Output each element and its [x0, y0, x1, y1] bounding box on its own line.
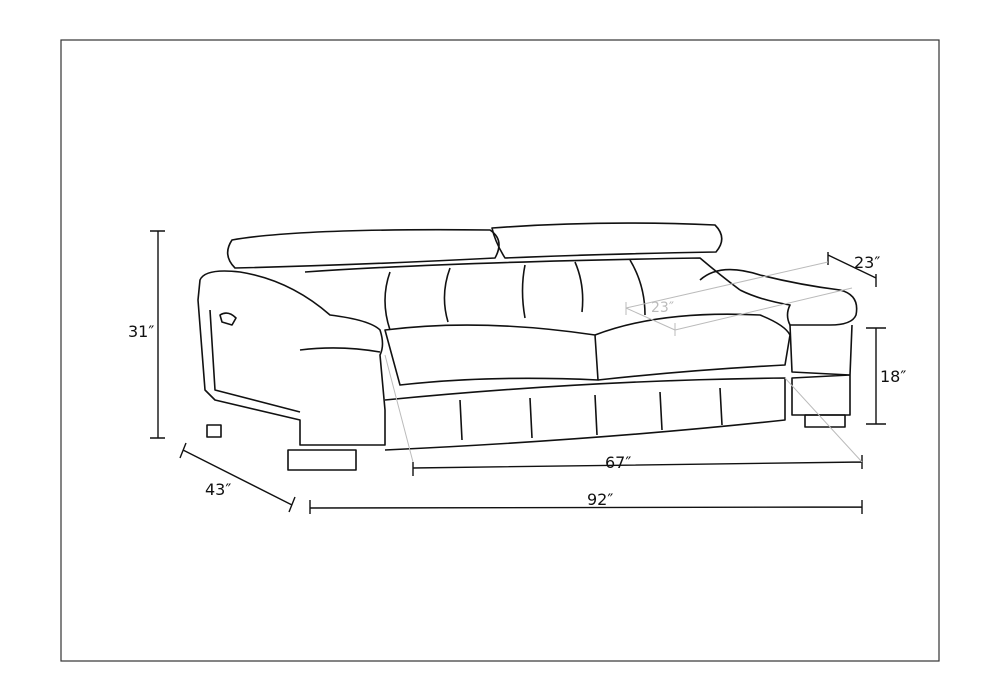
- seat-cushion-left: [384, 324, 599, 386]
- dim-seat-depth-line: [384, 261, 863, 463]
- sofa-base: [384, 377, 786, 451]
- dim-arm-height-line: [866, 327, 886, 425]
- right-arm-side: [789, 324, 853, 416]
- dim-height-label: 31″: [128, 322, 155, 341]
- frame-border: [60, 39, 940, 662]
- seat-depth-guides: [384, 261, 863, 463]
- sofa-outline: [197, 222, 858, 471]
- recline-handle: [219, 312, 237, 326]
- dim-height-line: [150, 230, 165, 439]
- dim-arm-depth-line: [827, 252, 877, 287]
- dim-arm-height-label: 18″: [880, 367, 907, 386]
- leg-back-left: [206, 424, 222, 438]
- dimension-lines: [150, 230, 886, 514]
- back-top: [304, 257, 741, 291]
- right-arm-top: [699, 268, 858, 326]
- headrest-left: [226, 228, 500, 269]
- seat-cushion-right: [594, 313, 791, 381]
- dim-arm-depth-label: 23″: [854, 253, 881, 272]
- left-arm: [197, 270, 386, 446]
- dim-seat-depth-label: 23″: [651, 300, 675, 316]
- dim-width-label: 92″: [587, 490, 614, 509]
- dim-depth-label: 43″: [205, 480, 232, 499]
- back-cushion-seams: [384, 259, 646, 331]
- dim-seat-width-label: 67″: [605, 453, 632, 472]
- headrest-right: [491, 222, 723, 259]
- dim-width-line: [309, 500, 863, 514]
- dim-depth-line: [179, 442, 296, 513]
- left-arm-seam: [299, 347, 381, 353]
- left-arm-panel: [209, 309, 301, 413]
- dim-seat-width-line: [412, 455, 863, 476]
- leg-front-right: [804, 414, 846, 428]
- base-seams: [459, 387, 723, 441]
- leg-front-left: [287, 449, 357, 471]
